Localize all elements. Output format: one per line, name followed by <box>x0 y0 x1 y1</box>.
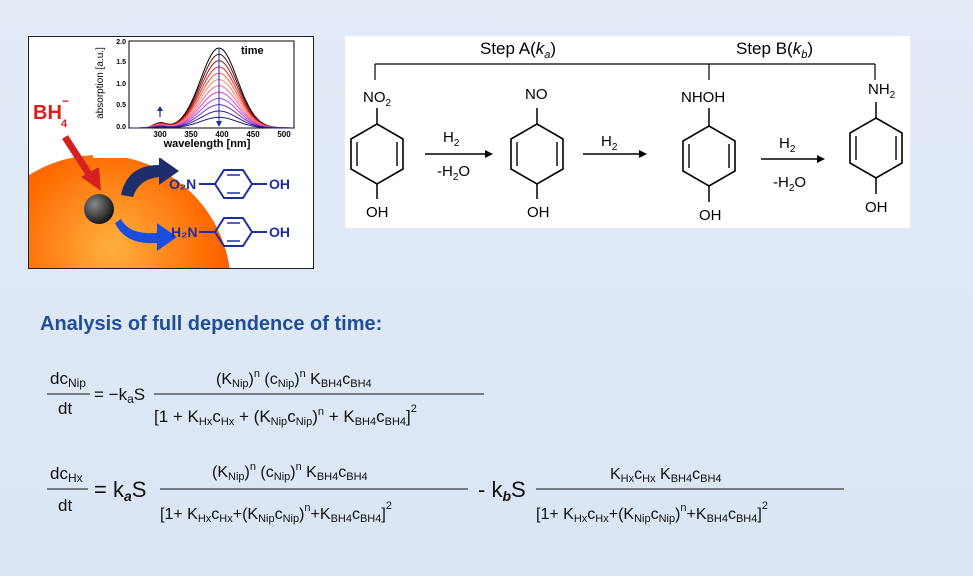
aminophenol-molecule: H₂N OH <box>171 217 290 247</box>
svg-text:-H2O: -H2O <box>437 163 470 183</box>
reaction-arrow-1: H2 -H2O <box>425 129 493 183</box>
svg-text:H2: H2 <box>779 135 796 155</box>
svg-text:NO2: NO2 <box>363 89 392 109</box>
svg-text:NHOH: NHOH <box>681 89 725 106</box>
svg-text:KHxcHx KBH4cBH4: KHxcHx KBH4cBH4 <box>610 466 722 485</box>
svg-text:[1 + KHxcHx + (KNipcNip)n + K: [1 + KHxcHx + (KNipcNip)n + KBH4cBH4]2 <box>154 403 417 428</box>
reaction-scheme: Step A(ka) Step B(kb) NO2 OH NO OH NHOH <box>345 36 910 228</box>
molecule-aminophenol: NH2 OH <box>849 81 903 216</box>
svg-text:OH: OH <box>699 207 722 224</box>
svg-text:NH2: NH2 <box>868 81 896 101</box>
svg-text:dt: dt <box>58 399 72 418</box>
benzene-ring <box>682 125 736 187</box>
svg-text:OH: OH <box>865 199 888 216</box>
benzene-ring <box>849 117 903 179</box>
y-tick: 1.0 <box>116 81 126 88</box>
svg-text:(KNip)n (cNip)n KBH4cBH4: (KNip)n (cNip)n KBH4cBH4 <box>216 368 372 390</box>
plot-frame <box>128 40 295 129</box>
benzene-ring <box>350 123 404 185</box>
catalysis-figure: BH 4 − absorption [a.u.] 0.0 0.5 1.0 1.5… <box>28 36 314 269</box>
x-tick: 350 <box>184 130 198 139</box>
svg-text:[1+ KHxcHx+(KNipcNip)n+KBH4cB: [1+ KHxcHx+(KNipcNip)n+KBH4cBH4]2 <box>536 500 768 525</box>
benzene-ring <box>213 169 254 199</box>
svg-text:dcHx: dcHx <box>50 464 83 485</box>
svg-text:= −kaS: = −kaS <box>94 385 145 406</box>
svg-text:H2: H2 <box>601 133 618 153</box>
step-a-label: Step A(ka) <box>480 39 556 61</box>
step-brackets <box>374 63 876 80</box>
svg-text:- kbS: - kbS <box>478 477 526 504</box>
molecule-nitrophenol: NO2 OH <box>350 89 404 221</box>
svg-text:= kaS: = kaS <box>94 477 146 504</box>
spectrum-inset: absorption [a.u.] 0.0 0.5 1.0 1.5 2.0 30… <box>93 38 313 158</box>
reaction-scheme-svg: Step A(ka) Step B(kb) NO2 OH NO OH NHOH <box>350 39 903 224</box>
svg-text:O₂N: O₂N <box>169 176 196 192</box>
svg-text:OH: OH <box>269 176 290 192</box>
step-b-label: Step B(kb) <box>736 39 813 61</box>
svg-text:OH: OH <box>366 204 389 221</box>
spectra-curves <box>131 47 292 129</box>
reaction-arrow-3: H2 -H2O <box>761 135 825 194</box>
x-tick: 400 <box>215 130 229 139</box>
y-tick: 1.5 <box>116 59 126 66</box>
section-heading: Analysis of full dependence of time: <box>40 313 383 335</box>
x-tick: 450 <box>246 130 260 139</box>
benzene-ring <box>510 123 564 185</box>
catalysis-illustration: BH 4 − absorption [a.u.] 0.0 0.5 1.0 1.5… <box>29 38 313 268</box>
bh4-label: BH <box>33 102 62 124</box>
reaction-arrow-2: H2 <box>583 133 647 158</box>
x-tick: 500 <box>277 130 291 139</box>
svg-text:[1+ KHxcHx+(KNipcNip)n+KBH4cB: [1+ KHxcHx+(KNipcNip)n+KBH4cBH4]2 <box>160 500 392 525</box>
molecule-hydroxylaminophenol: NHOH OH <box>681 89 736 224</box>
y-axis-label: absorption [a.u.] <box>95 47 106 119</box>
rate-equation-nip: dcNip dt = −kaS (KNip)n (cNip)n KBH4cBH4… <box>47 368 484 428</box>
y-tick: 0.0 <box>116 124 126 131</box>
molecule-nitrosophenol: NO OH <box>510 86 564 221</box>
svg-text:-H2O: -H2O <box>773 174 806 194</box>
nanoparticle <box>84 194 114 224</box>
svg-text:H2: H2 <box>443 129 460 149</box>
reactant-arrow <box>121 157 179 197</box>
nitrophenol-molecule: O₂N OH <box>169 169 290 199</box>
svg-text:NO: NO <box>525 86 548 103</box>
svg-text:OH: OH <box>269 224 290 240</box>
svg-text:4: 4 <box>61 118 68 130</box>
y-tick: 2.0 <box>116 39 126 46</box>
svg-text:OH: OH <box>527 204 550 221</box>
x-tick: 300 <box>153 130 167 139</box>
benzene-ring <box>213 217 254 247</box>
svg-text:H₂N: H₂N <box>171 224 197 240</box>
svg-text:(KNip)n (cNip)n KBH4cBH4: (KNip)n (cNip)n KBH4cBH4 <box>212 461 368 483</box>
support-sphere <box>29 155 230 268</box>
time-label: time <box>241 45 264 57</box>
svg-text:−: − <box>62 94 69 108</box>
svg-text:dt: dt <box>58 496 72 515</box>
x-axis-label: wavelength [nm] <box>163 138 251 150</box>
spectrum-curve <box>131 116 291 129</box>
rate-equation-hx: dcHx dt = kaS (KNip)n (cNip)n KBH4cBH4 [… <box>47 461 844 525</box>
svg-text:dcNip: dcNip <box>50 369 86 390</box>
product-arrow <box>115 219 177 251</box>
y-tick: 0.5 <box>116 102 126 109</box>
bh4-arrow <box>62 135 94 179</box>
